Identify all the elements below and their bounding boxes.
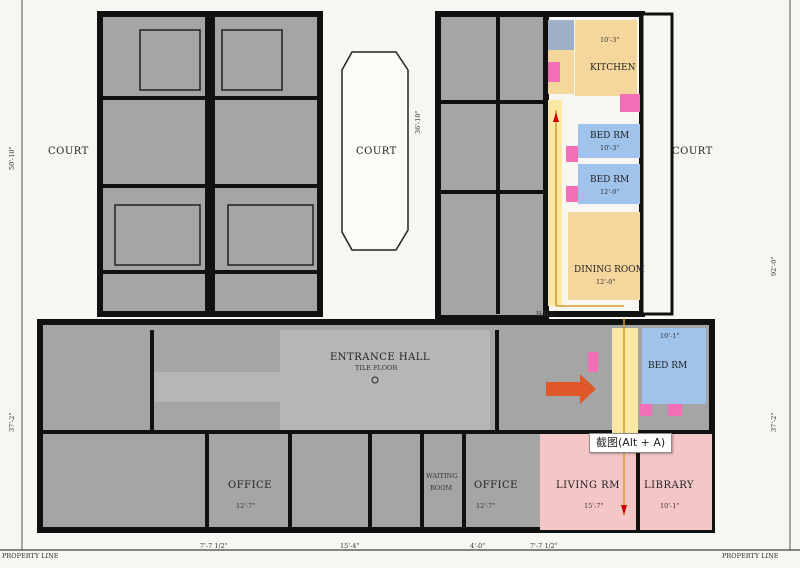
dining-room-label: DINING ROOM xyxy=(574,265,645,275)
living-rm-label: LIVING RM xyxy=(556,480,620,491)
screenshot-tooltip: 截图(Alt + A) xyxy=(589,433,673,453)
bottom-dim-1: 4'-0" xyxy=(470,542,485,550)
room-label: ROOM xyxy=(430,484,453,492)
bed-1-width: 10'-3" xyxy=(600,144,619,152)
dining-width: 12'-0" xyxy=(596,278,615,286)
office-right-label: OFFICE xyxy=(474,480,518,491)
apartment-upper xyxy=(543,11,645,317)
bed-rm-1-label: BED RM xyxy=(590,131,629,141)
waiting-label: WAITING xyxy=(426,472,457,480)
bottom-dim-3: 15'-4" xyxy=(340,542,359,550)
dim-36-10: 36'-10" xyxy=(414,110,422,134)
left-wing xyxy=(97,11,323,317)
hall-label: HALL xyxy=(536,310,556,318)
right-upper-wing xyxy=(435,11,549,321)
kitchen-label: KITCHEN xyxy=(590,63,636,73)
court-center-label: COURT xyxy=(356,146,397,157)
red-arrow xyxy=(546,374,596,404)
lower-block xyxy=(37,318,715,533)
court-right-label: COURT xyxy=(672,146,713,157)
entrance-hall-label: ENTRANCE HALL xyxy=(330,352,430,363)
bed-rm-2-label: BED RM xyxy=(590,175,629,185)
bottom-dim-4: 7'-7 1/2" xyxy=(200,542,228,550)
library-width: 10'-1" xyxy=(660,502,679,510)
court-left-label: COURT xyxy=(48,146,89,157)
kitchen-width: 10'-3" xyxy=(600,36,619,44)
bed-3-width: 10'-1" xyxy=(660,332,679,340)
bottom-dim-2: 7'-7 1/2" xyxy=(530,542,558,550)
property-line-left: PROPERTY LINE xyxy=(2,552,59,560)
office-right-width: 12'-7" xyxy=(476,502,495,510)
dim-50-10: 50'-10" xyxy=(8,146,16,170)
dim-37-2-left: 37'-2" xyxy=(8,413,16,432)
library-label: LIBRARY xyxy=(644,480,694,491)
office-left-label: OFFICE xyxy=(228,480,272,491)
property-line-right: PROPERTY LINE xyxy=(722,552,779,560)
living-width: 15'-7" xyxy=(584,502,603,510)
office-left-width: 12'-7" xyxy=(236,502,255,510)
tile-floor-label: TILE FLOOR xyxy=(355,364,399,372)
bed-2-width: 12'-0" xyxy=(600,188,619,196)
dim-92-0: 92'-0" xyxy=(770,257,778,276)
bed-rm-3-label: BED RM xyxy=(648,361,687,371)
dim-37-2-right: 37'-2" xyxy=(770,413,778,432)
center-court-shape xyxy=(341,51,409,251)
